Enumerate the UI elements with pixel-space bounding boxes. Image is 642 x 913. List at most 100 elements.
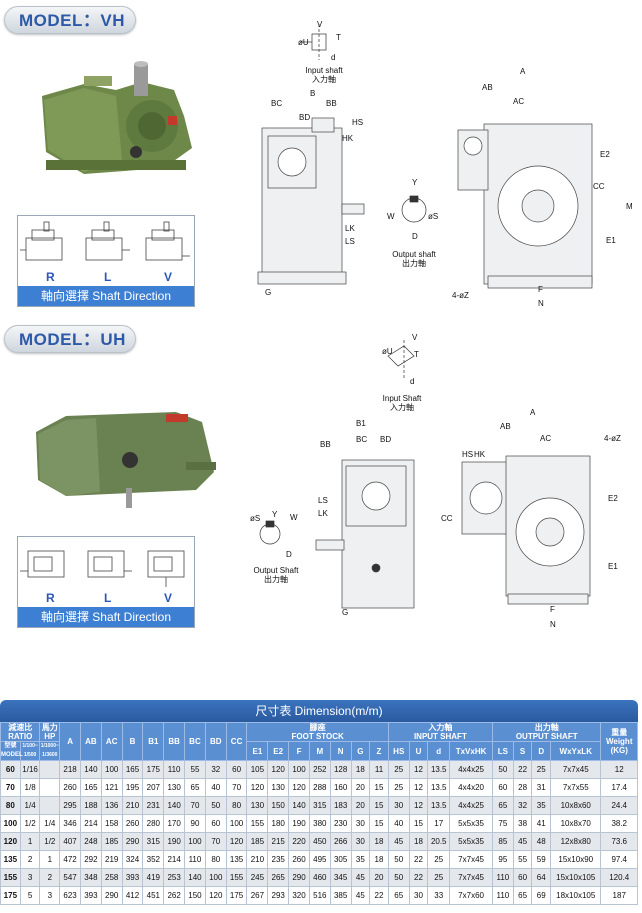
direction-label-r: R: [46, 270, 55, 284]
table-cell: 267: [246, 886, 269, 905]
table-cell: 40: [387, 814, 410, 833]
table-cell: 18: [369, 850, 389, 869]
table-cell: 22: [408, 850, 429, 869]
table-cell: 32: [204, 760, 227, 779]
table-cell: [39, 796, 61, 815]
dim-label: AC: [513, 97, 525, 106]
table-cell: 30: [350, 814, 371, 833]
table-cell: 24.4: [600, 796, 638, 815]
table-cell: 155: [246, 814, 269, 833]
table-cell: 215: [267, 832, 290, 851]
model-cell: 70: [0, 778, 21, 797]
model-vh-badge: MODEL：VH: [4, 6, 136, 34]
table-cell: 185: [246, 832, 269, 851]
dim-label: D: [286, 550, 292, 559]
table-cell: 253: [163, 868, 186, 887]
dim-label: E2: [608, 494, 618, 503]
table-cell: 18: [350, 760, 371, 779]
table-cell: 17.4: [600, 778, 638, 797]
table-cell: 38.2: [600, 814, 638, 833]
table-cell: 25: [427, 868, 451, 887]
uh-side-view-drawing: [315, 459, 415, 609]
table-cell: 60: [204, 814, 227, 833]
dim-label: øS: [250, 514, 261, 523]
table-cell: 128: [329, 760, 352, 779]
table-cell: 623: [59, 886, 81, 905]
dim-label: CC: [441, 514, 453, 523]
vh-input-shaft-drawing: [300, 24, 327, 60]
dim-label: BC: [356, 435, 368, 444]
table-cell: 120: [225, 832, 248, 851]
col-header: BD: [204, 722, 227, 761]
dim-label: M: [626, 202, 633, 211]
table-cell: 15x10x90: [550, 850, 602, 869]
table-cell: 25: [427, 850, 451, 869]
dim-label: HK: [474, 450, 486, 459]
table-cell: 100: [204, 868, 227, 887]
table-cell: 260: [121, 814, 144, 833]
table-cell: 1: [19, 832, 41, 851]
model-cell: 135: [0, 850, 21, 869]
table-cell: 15: [369, 814, 389, 833]
table-cell: 295: [59, 796, 81, 815]
shaft-direction-caption: 軸向選擇 Shaft Direction: [18, 286, 194, 306]
dim-label: N: [550, 620, 556, 629]
table-cell: 460: [308, 868, 331, 887]
table-cell: 130: [246, 796, 269, 815]
uh-front-view-drawing: [461, 455, 591, 605]
table-cell: 407: [59, 832, 81, 851]
dim-label: LS: [318, 496, 328, 505]
dim-label: 4-øZ: [604, 434, 621, 443]
direction-label-l: L: [104, 270, 112, 284]
table-cell: 346: [59, 814, 81, 833]
table-cell: 412: [121, 886, 144, 905]
table-cell: 266: [329, 832, 352, 851]
table-cell: 15: [369, 796, 389, 815]
table-cell: 50: [204, 796, 227, 815]
dim-label: D: [412, 232, 418, 241]
table-cell: 188: [79, 796, 102, 815]
table-cell: 3: [19, 868, 41, 887]
model-cell: 80: [0, 796, 21, 815]
table-cell: [39, 760, 61, 779]
col-header: AC: [100, 722, 123, 761]
table-cell: 95: [491, 850, 514, 869]
table-cell: 345: [329, 868, 352, 887]
table-cell: 252: [308, 760, 331, 779]
table-cell: 2: [19, 850, 41, 869]
shaft-direction-icons: [20, 221, 190, 261]
table-cell: 245: [246, 868, 269, 887]
dim-label: G: [265, 288, 272, 297]
table-cell: 22: [369, 886, 389, 905]
table-cell: 258: [100, 868, 123, 887]
table-cell: 12: [600, 760, 638, 779]
table-cell: 7x7x45: [449, 850, 493, 869]
table-cell: 5: [19, 886, 41, 905]
table-cell: 25: [387, 760, 410, 779]
table-cell: 218: [59, 760, 81, 779]
table-cell: 20.5: [427, 832, 451, 851]
dim-label: CC: [593, 182, 605, 191]
table-cell: 315: [142, 832, 165, 851]
table-cell: 120.4: [600, 868, 638, 887]
table-cell: 110: [491, 868, 514, 887]
table-cell: 185: [100, 832, 123, 851]
table-cell: 33: [427, 886, 451, 905]
table-cell: 220: [288, 832, 310, 851]
shaft-direction-icons: [20, 550, 185, 587]
col-header: AB: [79, 722, 102, 761]
table-cell: 393: [121, 868, 144, 887]
table-cell: 65: [387, 886, 410, 905]
table-cell: 352: [142, 850, 165, 869]
dim-label: E1: [608, 562, 618, 571]
table-cell: 70: [225, 778, 248, 797]
table-cell: 120: [288, 778, 310, 797]
table-cell: 97.4: [600, 850, 638, 869]
table-cell: 4x4x25: [449, 796, 493, 815]
table-cell: 70: [184, 796, 206, 815]
vh-side-view-drawing: [257, 117, 365, 285]
